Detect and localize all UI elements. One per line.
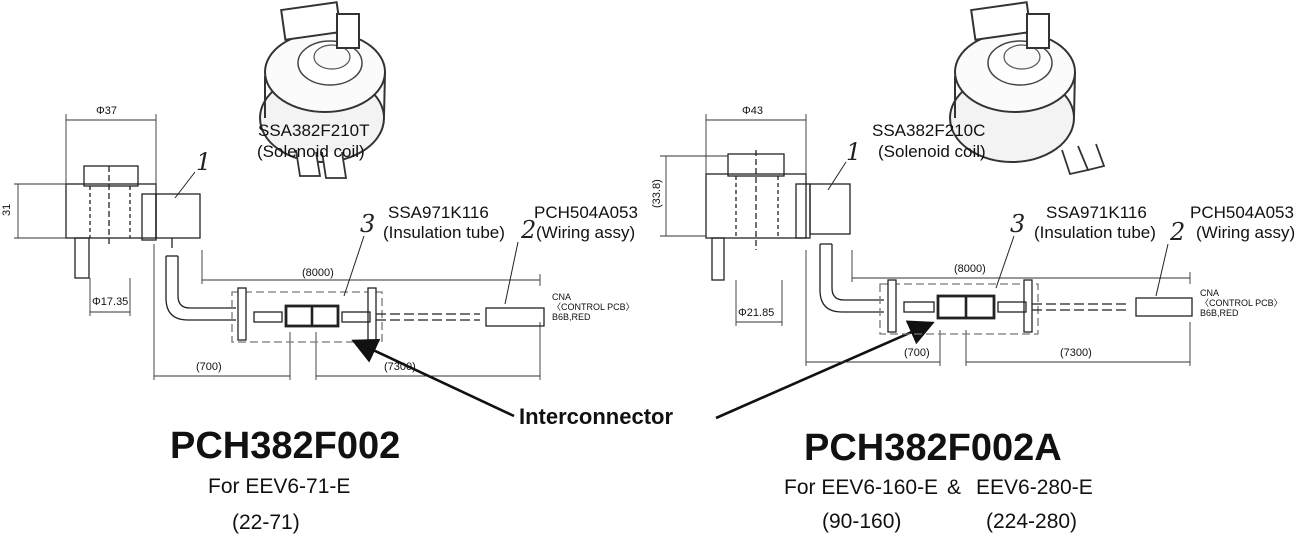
right-dim-total: (8000) (954, 263, 986, 275)
right-callout-3: 3 (1010, 210, 1025, 238)
left-range-text: (22-71) (232, 511, 300, 534)
left-coil-drawing (65, 165, 201, 279)
right-dimensions (660, 114, 1191, 366)
left-cable (165, 255, 545, 343)
left-dim-long: (7300) (384, 361, 416, 373)
left-conn-line2: 〈CONTROL PCB〉 (552, 302, 635, 312)
left-tube-desc: (Insulation tube) (383, 223, 505, 242)
left-assembly: Φ37 31 Φ17.35 (8000) (700) (7300) SSA382… (1, 1, 638, 534)
right-callout-2: 2 (1169, 218, 1185, 246)
right-cable (819, 243, 1193, 335)
right-coil-photo (949, 1, 1106, 176)
left-callout-1: 1 (196, 148, 211, 176)
interconnector-label: Interconnector (519, 404, 673, 429)
left-for-text: For EEV6-71-E (208, 475, 350, 498)
left-dim-diameter: Φ37 (96, 105, 117, 117)
right-callout-1: 1 (846, 138, 861, 166)
left-coil-part: SSA382F210T (258, 121, 370, 140)
left-dimensions (14, 114, 541, 380)
left-leaders (174, 171, 519, 305)
right-dim-height: (33.8) (651, 179, 663, 208)
right-dim-diameter: Φ43 (742, 105, 763, 117)
left-coil-photo (259, 1, 386, 179)
right-tube-desc: (Insulation tube) (1034, 223, 1156, 242)
right-tube-part: SSA971K116 (1046, 203, 1147, 222)
right-for-text: For EEV6-160-E (784, 476, 938, 499)
right-assembly: Φ43 (33.8) Φ21.85 (8000) (700) (7300) SS… (651, 1, 1295, 533)
left-coil-desc: (Solenoid coil) (257, 142, 365, 161)
right-conn-line3: B6B,RED (1200, 308, 1239, 318)
right-range-text2: (224-280) (986, 510, 1077, 533)
left-dim-inner: Φ17.35 (92, 296, 128, 308)
right-conn-line1: CNA (1200, 288, 1219, 298)
right-coil-drawing (705, 150, 851, 281)
right-amp: & (947, 476, 961, 499)
right-range-text: (90-160) (822, 510, 901, 533)
left-callout-3: 3 (360, 210, 375, 238)
left-wire-desc: (Wiring assy) (536, 223, 635, 242)
right-coil-part: SSA382F210C (872, 121, 985, 140)
right-coil-desc: (Solenoid coil) (878, 142, 986, 161)
left-callout-2: 2 (520, 216, 536, 244)
left-dim-short: (700) (196, 361, 222, 373)
left-conn-line3: B6B,RED (552, 312, 591, 322)
left-dim-total: (8000) (302, 267, 334, 279)
right-for-text2: EEV6-280-E (976, 476, 1093, 499)
right-leaders (827, 161, 1169, 297)
right-dim-long: (7300) (1060, 347, 1092, 359)
interconnector-callout: Interconnector (351, 320, 935, 429)
left-tube-part: SSA971K116 (388, 203, 489, 222)
right-part-number: PCH382F002A (804, 427, 1062, 469)
left-dim-height: 31 (1, 204, 13, 216)
right-wire-part: PCH504A053 (1190, 203, 1294, 222)
right-conn-line2: 〈CONTROL PCB〉 (1200, 298, 1283, 308)
left-part-number: PCH382F002 (170, 425, 400, 467)
right-wire-desc: (Wiring assy) (1196, 223, 1295, 242)
right-dim-short: (700) (904, 347, 930, 359)
right-dim-inner: Φ21.85 (738, 307, 774, 319)
left-wire-part: PCH504A053 (534, 203, 638, 222)
left-conn-line1: CNA (552, 292, 571, 302)
